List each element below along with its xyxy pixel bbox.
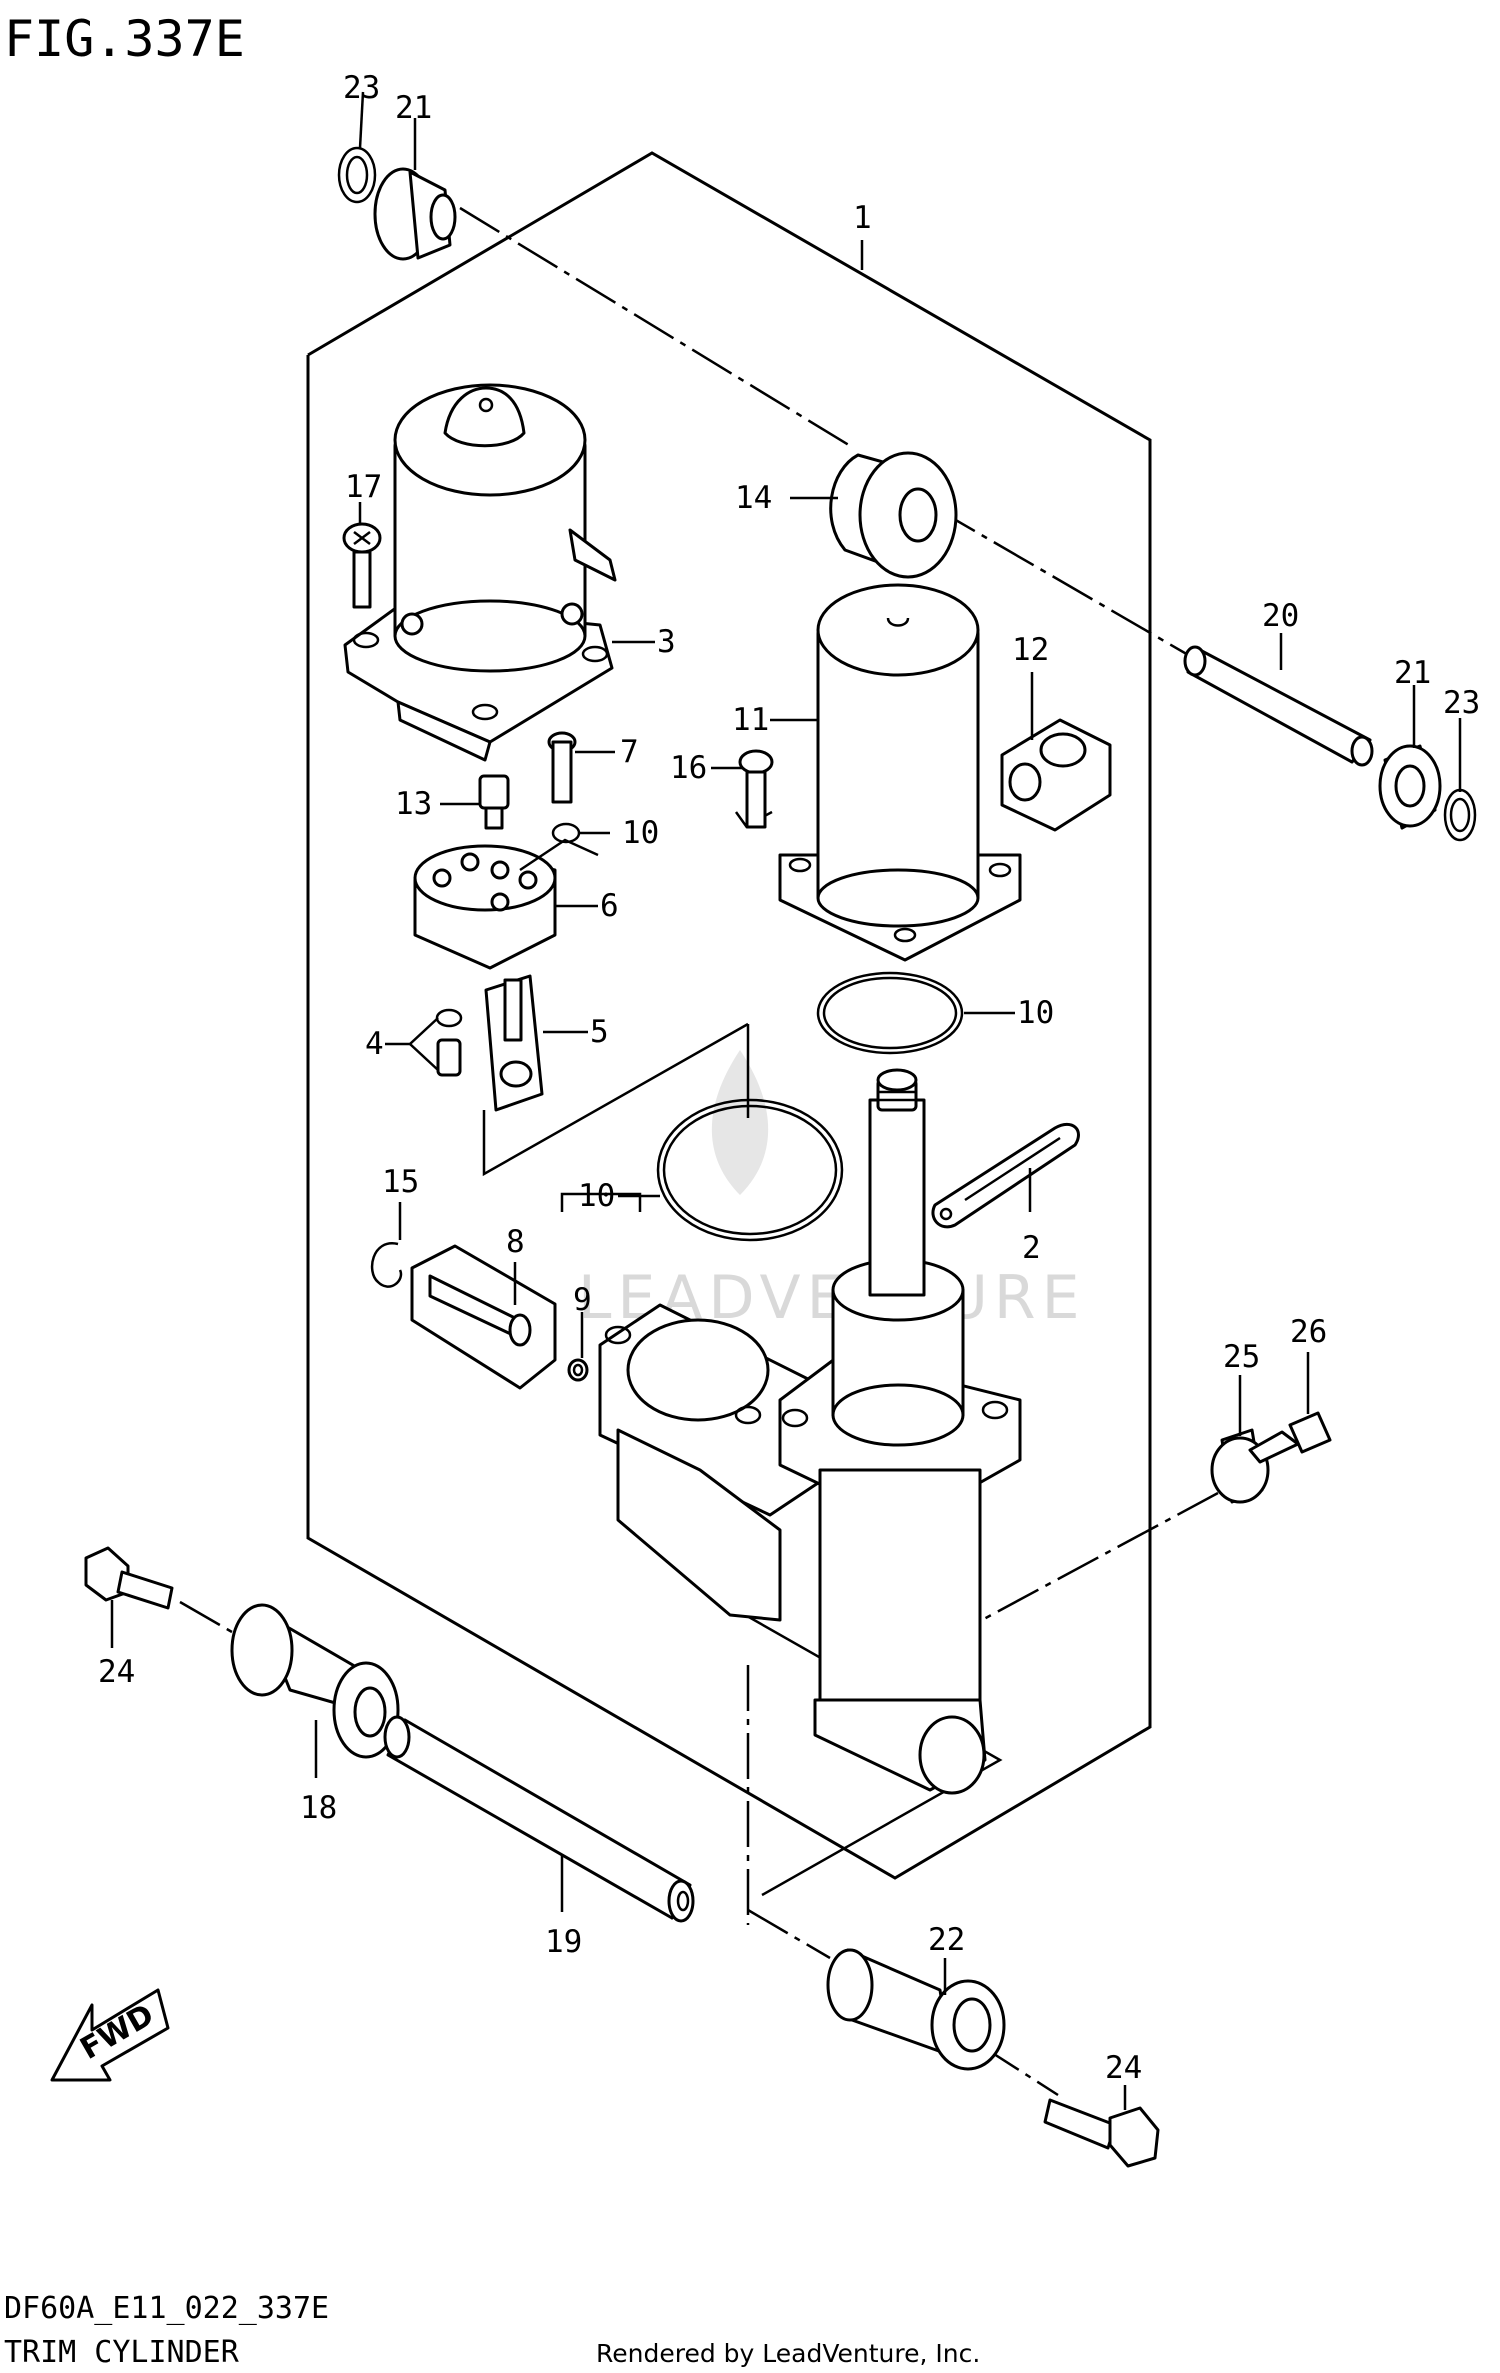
- callout-21-right: 21: [1394, 655, 1431, 691]
- callout-11: 11: [732, 702, 769, 738]
- reservoir-11: [778, 583, 1022, 962]
- center-lines: [179, 206, 1219, 2097]
- callout-19: 19: [545, 1924, 582, 1960]
- bolt-24-lower: [1043, 2098, 1160, 2168]
- screw-17: [342, 522, 382, 609]
- callout-18: 18: [300, 1790, 337, 1826]
- figure-title: FIG.337E: [4, 10, 245, 68]
- leader-lines: [110, 91, 1462, 2110]
- plug-12: [1000, 718, 1112, 832]
- o-ring-10-small: [551, 822, 581, 844]
- spacer-25: [1210, 1428, 1270, 1504]
- callout-26: 26: [1290, 1314, 1327, 1350]
- bushing-21-right: [1378, 744, 1442, 830]
- valve-block-5: [484, 974, 544, 1112]
- callout-4: 4: [365, 1026, 384, 1062]
- figure-code: DF60A_E11_022_337E: [4, 2291, 329, 2326]
- valve-8: [410, 1244, 557, 1390]
- pin-20: [1183, 645, 1374, 767]
- bushing-21-upper-left: [373, 167, 457, 261]
- plug-4: [435, 1008, 463, 1077]
- callout-23-right: 23: [1443, 685, 1480, 721]
- callout-10-lower: 10: [578, 1178, 615, 1214]
- callout-7: 7: [620, 734, 639, 770]
- figure-name: TRIM CYLINDER: [4, 2335, 240, 2370]
- bolt-16: [738, 749, 774, 829]
- pin-13: [478, 774, 510, 830]
- callout-17: 17: [345, 469, 382, 505]
- callout-20: 20: [1262, 598, 1299, 634]
- trim-cylinder-body: [598, 1068, 1022, 1795]
- callout-5: 5: [590, 1014, 609, 1050]
- bolt-24-left: [84, 1546, 174, 1610]
- callout-8: 8: [506, 1224, 525, 1260]
- callout-12: 12: [1012, 632, 1049, 668]
- forward-arrow: FWD: [50, 1988, 170, 2082]
- manifold-6: [413, 844, 557, 970]
- callout-numbers: 23 21 1 17 14 3 20 12 21 23 11 7 16 13 1…: [98, 70, 1480, 2086]
- callout-22: 22: [928, 1922, 965, 1958]
- callout-1: 1: [853, 200, 872, 236]
- strap-2: [931, 1122, 1080, 1229]
- bolt-7: [547, 731, 577, 804]
- trim-motor-3: [343, 383, 617, 762]
- callout-21: 21: [395, 90, 432, 126]
- o-ring-10-large: [816, 971, 964, 1055]
- callout-16: 16: [670, 750, 707, 786]
- callout-10-large: 10: [1017, 995, 1054, 1031]
- bushing-14: [829, 451, 958, 579]
- callout-3: 3: [657, 624, 676, 660]
- callout-14: 14: [735, 480, 772, 516]
- callout-13: 13: [395, 786, 432, 822]
- callout-24-lower: 24: [1105, 2050, 1142, 2086]
- bushing-22: [826, 1948, 1006, 2071]
- sleeve-18: [230, 1603, 400, 1759]
- callout-10: 10: [622, 815, 659, 851]
- ring-9: [567, 1358, 589, 1382]
- assembly-frame: [306, 151, 1152, 1880]
- render-credit: Rendered by LeadVenture, Inc.: [596, 2339, 980, 2368]
- circlip-23-right: [1443, 788, 1477, 842]
- callout-6: 6: [600, 888, 619, 924]
- pin-19: [383, 1715, 695, 1923]
- o-ring-10-lower: [656, 1098, 844, 1242]
- callout-9: 9: [573, 1282, 592, 1318]
- callout-23: 23: [343, 70, 380, 106]
- callout-24: 24: [98, 1654, 135, 1690]
- circlip-15: [370, 1242, 403, 1288]
- callout-15: 15: [382, 1164, 419, 1200]
- circlip-23-upper-left: [337, 146, 377, 204]
- callout-2: 2: [1022, 1230, 1041, 1266]
- callout-25: 25: [1223, 1339, 1260, 1375]
- bolt-26: [1248, 1411, 1332, 1464]
